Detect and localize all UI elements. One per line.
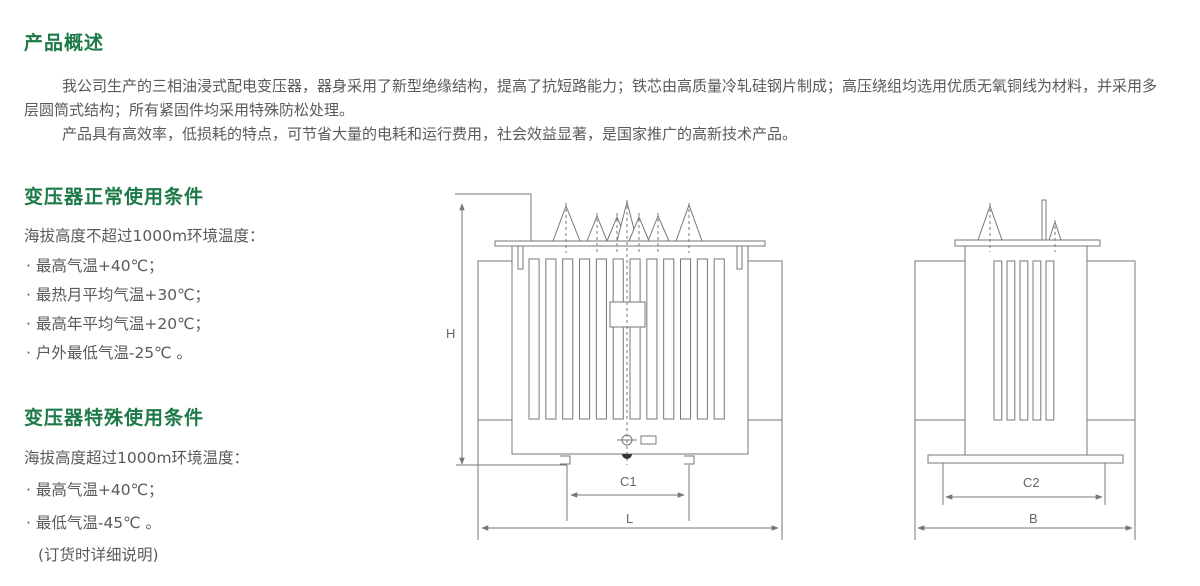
overview-title: 产品概述 bbox=[24, 32, 105, 54]
normal-condition-item: · 最热月平均气温+30℃； bbox=[26, 286, 210, 304]
special-condition-item: · 最低气温-45℃ 。 bbox=[26, 514, 162, 532]
cooling-fin bbox=[562, 258, 574, 420]
cooling-fin bbox=[545, 258, 557, 420]
special-conditions-title: 变压器特殊使用条件 bbox=[24, 407, 205, 429]
cooling-fin bbox=[1045, 260, 1055, 421]
normal-condition-item: · 最高年平均气温+20℃； bbox=[26, 315, 210, 333]
dimension-label-c2: C2 bbox=[1023, 475, 1040, 490]
special-conditions-note: (订货时详细说明) bbox=[38, 546, 159, 564]
cooling-fin bbox=[1032, 260, 1042, 421]
overview-paragraph-2: 产品具有高效率，低损耗的特点，可节省大量的电耗和运行费用，社会效益显著，是国家推… bbox=[62, 125, 798, 143]
cooling-fin bbox=[646, 258, 658, 420]
normal-condition-item: · 最高气温+40℃； bbox=[26, 257, 164, 275]
overview-paragraph-1: 我公司生产的三相油浸式配电变压器，器身采用了新型绝缘结构，提高了抗短路能力；铁芯… bbox=[24, 77, 1158, 119]
normal-conditions-intro: 海拔高度不超过1000m环境温度： bbox=[24, 227, 265, 245]
normal-condition-item: · 户外最低气温-25℃ 。 bbox=[26, 344, 193, 362]
side-view bbox=[914, 199, 1136, 540]
cooling-fin bbox=[663, 258, 675, 420]
normal-conditions-title: 变压器正常使用条件 bbox=[24, 186, 205, 208]
dimension-label-h: H bbox=[446, 326, 455, 341]
front-view bbox=[455, 193, 783, 540]
cooling-fin bbox=[612, 258, 624, 420]
dimension-label-b: B bbox=[1029, 511, 1038, 526]
cooling-fin bbox=[1006, 260, 1016, 421]
cooling-fin bbox=[1019, 260, 1029, 421]
cooling-fin bbox=[680, 258, 692, 420]
cooling-fin bbox=[629, 258, 641, 420]
cooling-fin bbox=[993, 260, 1003, 421]
dimension-label-l: L bbox=[626, 511, 633, 526]
cooling-fin bbox=[528, 258, 540, 420]
cooling-fin bbox=[713, 258, 725, 420]
special-condition-item: · 最高气温+40℃； bbox=[26, 481, 164, 499]
cooling-fin bbox=[579, 258, 591, 420]
dimension-label-c1: C1 bbox=[620, 474, 637, 489]
cooling-fin bbox=[595, 258, 607, 420]
cooling-fin bbox=[696, 258, 708, 420]
special-conditions-intro: 海拔高度超过1000m环境温度： bbox=[24, 449, 250, 467]
